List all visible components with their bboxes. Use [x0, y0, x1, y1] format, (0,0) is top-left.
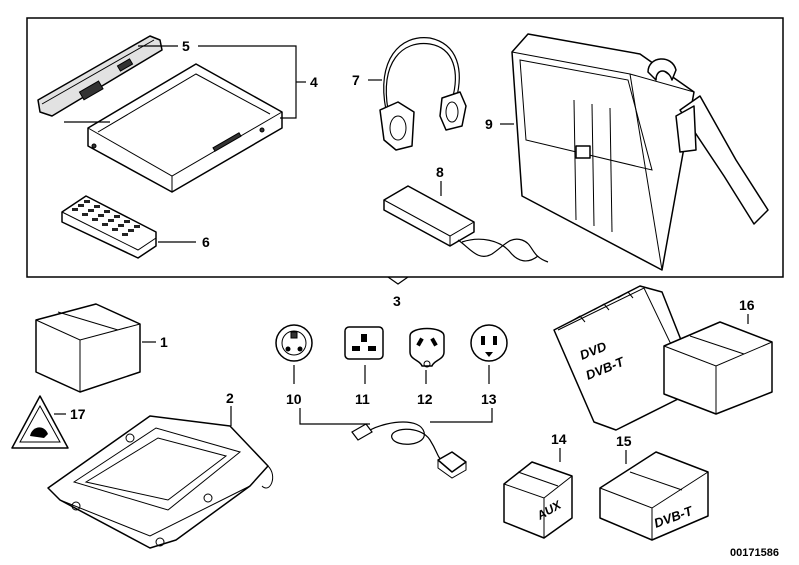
part-13-plug-usa: [470, 324, 508, 362]
part-5-screen-bar: [37, 35, 163, 117]
label-15: 15: [616, 433, 632, 449]
part-4-dvd-player: [87, 63, 283, 193]
label-7: 7: [352, 72, 360, 88]
part-17-warning-label: [11, 395, 69, 449]
label-12: 12: [417, 391, 433, 407]
label-14: 14: [551, 431, 567, 447]
part-11-plug-uk: [344, 326, 384, 360]
label-13: 13: [481, 391, 497, 407]
part-power-cable: [351, 421, 467, 479]
label-9: 9: [485, 116, 493, 132]
label-17: 17: [70, 406, 86, 422]
part-12-plug-australia: [409, 327, 445, 368]
part-16-box: [663, 321, 773, 415]
part-1-box: [35, 303, 141, 393]
label-2: 2: [226, 390, 234, 406]
label-10: 10: [286, 391, 302, 407]
label-4: 4: [310, 74, 318, 90]
part-8-power-supply: [383, 185, 549, 263]
label-8: 8: [436, 164, 444, 180]
part-6-remote: [61, 195, 157, 259]
diagram-id: 00171586: [730, 547, 779, 559]
part-14-aux-box: [503, 461, 573, 539]
label-6: 6: [202, 234, 210, 250]
label-3: 3: [393, 293, 401, 309]
kit-frame: [26, 17, 784, 278]
label-11: 11: [355, 391, 370, 407]
part-10-plug-europe: [275, 324, 313, 362]
label-5: 5: [182, 38, 190, 54]
part-9-bag: [511, 33, 769, 271]
label-16: 16: [739, 297, 755, 313]
part-7-headphones: [379, 37, 467, 151]
part-2-holder: [47, 415, 274, 549]
part-15-dvbt-box: [599, 451, 709, 541]
label-1: 1: [160, 334, 168, 350]
